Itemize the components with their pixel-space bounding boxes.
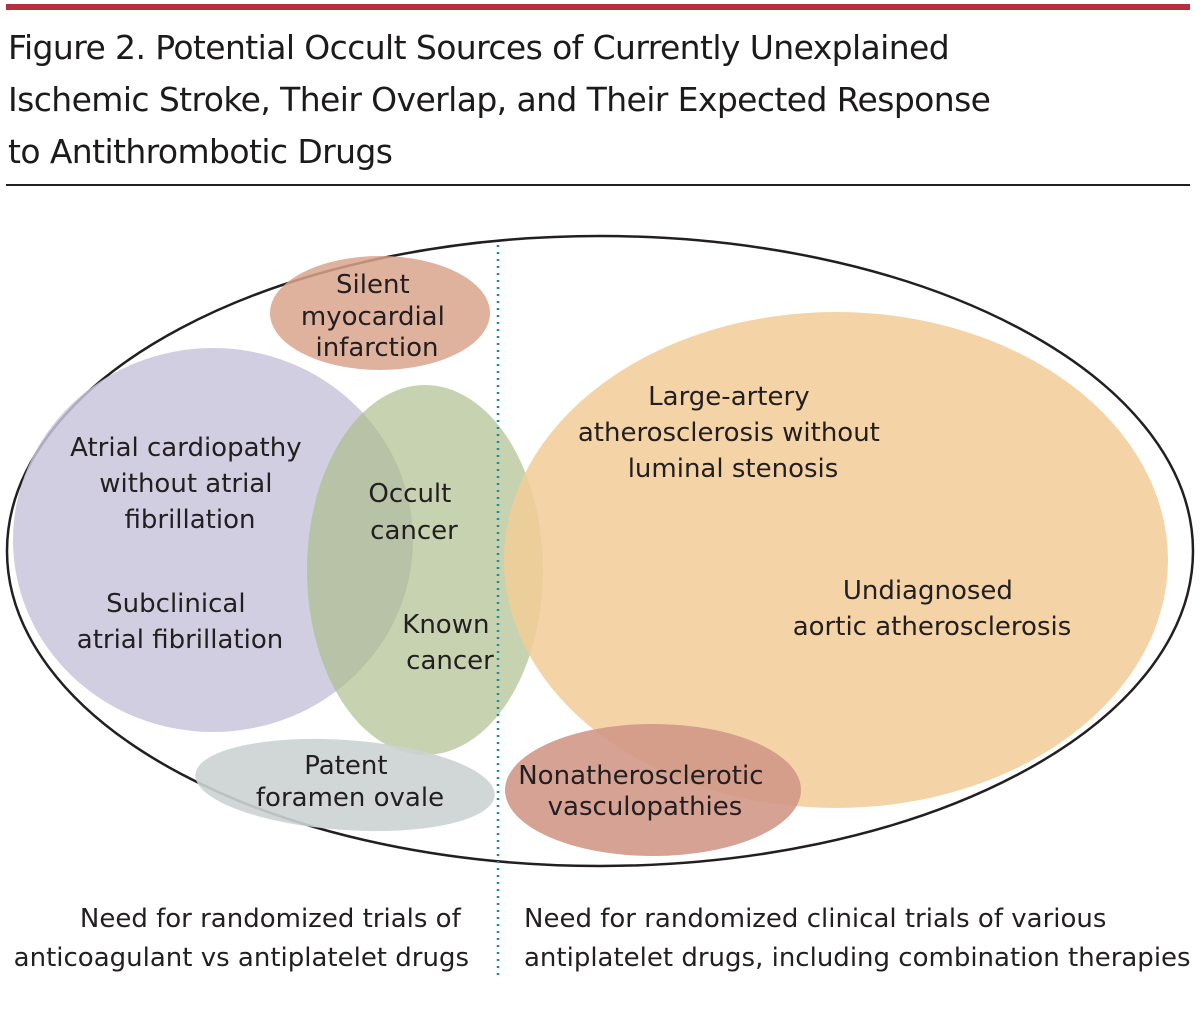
pfo-label: Patent foramen ovale [256,751,444,813]
top-accent-rule [6,4,1190,10]
nonathero-label: Nonatherosclerotic vasculopathies [518,761,772,822]
nonathero-ellipse [505,724,801,856]
figure-title-line-1: Figure 2. Potential Occult Sources of Cu… [8,28,950,67]
footer-left-caption: Need for randomized trials of anticoagul… [14,904,469,973]
large-artery-ellipse [504,312,1168,808]
figure-title-line-3: to Antithrombotic Drugs [8,132,393,171]
figure-title: Figure 2. Potential Occult Sources of Cu… [8,22,1108,178]
subclinical-af-label: Subclinical atrial fibrillation [77,589,283,655]
title-rule [6,184,1190,186]
pfo-ellipse [195,738,495,832]
atrial-circle [13,348,413,732]
aortic-atherosclerosis-label: Undiagnosed aortic atherosclerosis [793,576,1072,642]
large-artery-label: Large-artery atherosclerosis without lum… [578,382,888,484]
known-cancer-label: Known cancer [402,610,497,676]
figure-title-line-2: Ischemic Stroke, Their Overlap, and Thei… [8,80,991,119]
footer-right-caption: Need for randomized clinical trials of v… [524,904,1191,973]
silent-mi-label: Silent myocardial infarction [301,270,453,363]
occult-cancer-label: Occult cancer [368,479,459,546]
atrial-cardiopathy-label: Atrial cardiopathy without atrial fibril… [70,433,310,535]
silent-mi-ellipse [270,256,490,370]
cancer-ellipse [307,385,543,755]
